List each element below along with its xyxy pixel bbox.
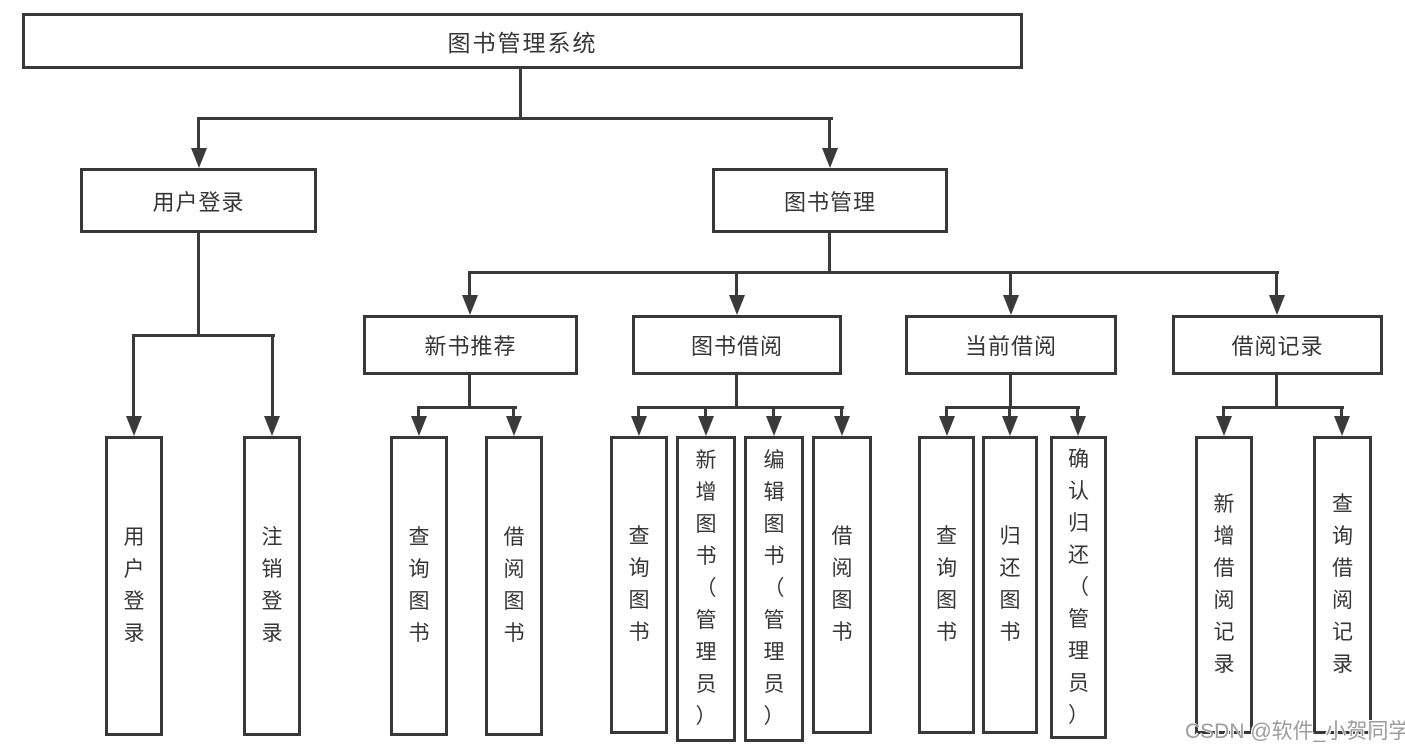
connector-vline [1009, 271, 1012, 299]
leaf-label: 注销登录 [261, 526, 283, 645]
arrowhead-down-icon [462, 295, 478, 315]
leaf-query-book-borrow: 查询图书 [610, 436, 668, 734]
arrowhead-down-icon [631, 416, 647, 436]
leaf-query-borrow-record: 查询借阅记录 [1313, 436, 1372, 734]
leaf-label: 查询图书 [408, 526, 430, 645]
connector-vline [828, 117, 831, 151]
connector-vline [1009, 373, 1012, 409]
arrowhead-down-icon [1334, 416, 1350, 436]
leaf-logout: 注销登录 [243, 436, 301, 736]
connector-vline [945, 406, 948, 420]
connector-vline [468, 271, 471, 299]
arrowhead-down-icon [126, 416, 142, 436]
connector-vline [1008, 406, 1011, 420]
connector-hline [197, 117, 833, 120]
arrowhead-down-icon [939, 416, 955, 436]
connector-vline [637, 406, 640, 420]
connector-hline [468, 271, 1279, 274]
leaf-query-book-current: 查询图书 [918, 436, 975, 734]
leaf-query-book-recommend: 查询图书 [390, 436, 448, 736]
connector-vline [132, 334, 135, 420]
connector-vline [840, 406, 843, 420]
leaf-label: 借阅图书 [503, 526, 525, 645]
connector-vline [1275, 271, 1278, 299]
arrowhead-down-icon [411, 416, 427, 436]
leaf-label: 借阅图书 [831, 525, 853, 644]
connector-vline [772, 406, 775, 420]
arrowhead-down-icon [506, 416, 522, 436]
connector-vline [1222, 406, 1225, 420]
leaf-return-book: 归还图书 [982, 436, 1038, 734]
connector-hline [945, 406, 1080, 409]
leaf-confirm-return-admin: 确认归还（管理员） [1050, 436, 1107, 739]
leaf-label: 新增借阅记录 [1213, 493, 1235, 676]
csdn-watermark: CSDN @软件_小贺同学 [1185, 720, 1405, 743]
node-label: 图书管理 [783, 189, 876, 215]
connector-vline [828, 231, 831, 273]
connector-hline [132, 334, 275, 337]
leaf-label: 新增图书（管理员） [695, 449, 717, 728]
leaf-label: 查询图书 [628, 525, 650, 644]
leaf-label: 用户登录 [123, 526, 145, 645]
node-book-borrow: 图书借阅 [632, 315, 842, 375]
arrowhead-down-icon [1269, 295, 1285, 315]
leaf-label: 归还图书 [999, 525, 1021, 644]
leaf-add-book-admin: 新增图书（管理员） [676, 436, 736, 742]
node-borrow-record: 借阅记录 [1172, 315, 1383, 375]
arrowhead-down-icon [729, 295, 745, 315]
leaf-borrow-book: 借阅图书 [812, 436, 872, 734]
node-label: 当前借阅 [964, 334, 1057, 359]
connector-vline [1275, 373, 1278, 409]
connector-vline [704, 406, 707, 420]
node-label: 新书推荐 [424, 334, 517, 359]
node-root-label: 图书管理系统 [447, 30, 598, 56]
arrowhead-down-icon [1002, 416, 1018, 436]
leaf-add-borrow-record: 新增借阅记录 [1195, 436, 1253, 734]
node-label: 用户登录 [152, 189, 245, 215]
connector-vline [1076, 406, 1079, 420]
arrowhead-down-icon [1216, 416, 1232, 436]
connector-vline [197, 231, 200, 337]
leaf-label: 查询借阅记录 [1332, 493, 1353, 676]
connector-hline [637, 406, 844, 409]
leaf-label: 查询图书 [936, 525, 957, 644]
arrowhead-down-icon [1070, 416, 1086, 436]
arrowhead-down-icon [766, 416, 782, 436]
leaf-label: 确认归还（管理员） [1068, 447, 1089, 727]
connector-vline [519, 68, 522, 120]
connector-vline [271, 334, 274, 420]
arrowhead-down-icon [822, 148, 838, 168]
leaf-user-login: 用户登录 [105, 436, 163, 736]
connector-vline [1340, 406, 1343, 420]
arrowhead-down-icon [264, 416, 280, 436]
node-new-book-recommend: 新书推荐 [363, 315, 578, 375]
connector-vline [417, 406, 420, 420]
leaf-borrow-book-recommend: 借阅图书 [485, 436, 543, 736]
leaf-label: 编辑图书（管理员） [763, 449, 785, 728]
connector-hline [417, 406, 517, 409]
node-root-system: 图书管理系统 [22, 13, 1023, 69]
connector-vline [735, 373, 738, 409]
arrowhead-down-icon [698, 416, 714, 436]
leaf-edit-book-admin: 编辑图书（管理员） [744, 436, 804, 742]
node-label: 图书借阅 [690, 334, 783, 359]
connector-hline [1222, 406, 1344, 409]
connector-vline [735, 271, 738, 299]
node-book-management: 图书管理 [712, 168, 948, 233]
connector-vline [197, 117, 200, 151]
arrowhead-down-icon [1003, 295, 1019, 315]
arrowhead-down-icon [191, 148, 207, 168]
node-user-login: 用户登录 [80, 168, 317, 233]
connector-vline [468, 373, 471, 409]
connector-vline [512, 406, 515, 420]
node-label: 借阅记录 [1231, 334, 1324, 359]
arrowhead-down-icon [834, 416, 850, 436]
node-current-borrow: 当前借阅 [905, 315, 1117, 375]
